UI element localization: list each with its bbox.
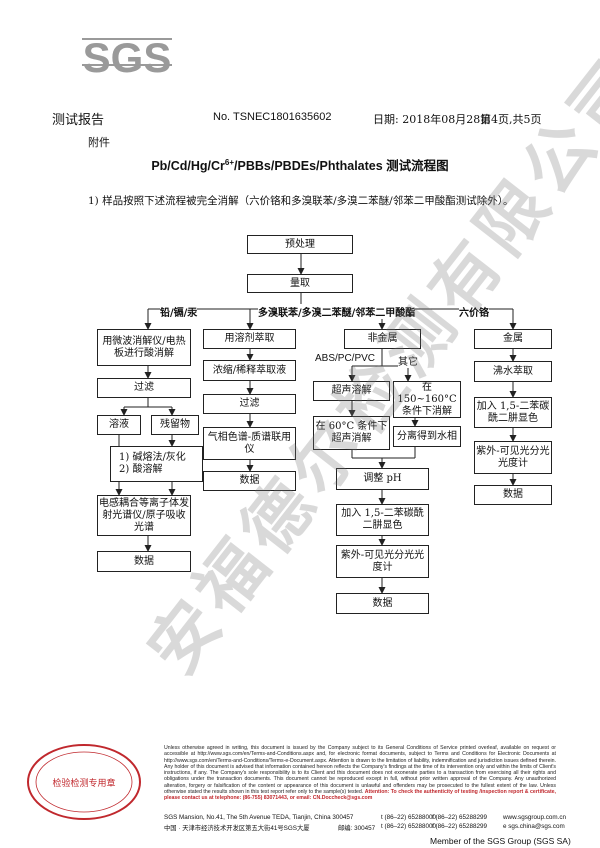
flow-gc-ms: 气相色谱-质谱联用仪 xyxy=(203,427,296,460)
flow-uv-vis-metal: 紫外-可见光分光光度计 xyxy=(474,441,552,474)
page-number: 第4页,共5页 xyxy=(480,113,542,126)
flow-alkali-fusion: 1) 碱熔法/灰化 2) 酸溶解 xyxy=(110,446,203,482)
flow-acid-digestion: 用微波消解仪/电热板进行酸消解 xyxy=(97,329,191,366)
footer-email[interactable]: e sgs.china@sgs.com xyxy=(503,823,565,830)
flow-data-metal: 数据 xyxy=(474,485,552,505)
footer-postal-cn: 邮编: 300457 xyxy=(338,825,376,832)
branch-label-metals: 铅/镉/汞 xyxy=(160,304,198,319)
flow-solvent-extraction: 用溶剂萃取 xyxy=(203,329,296,349)
flow-add-dpc-metal: 加入 1,5-二苯碳酰二肼显色 xyxy=(474,397,552,428)
flow-alkali-fusion-step1: 1) 碱熔法/灰化 xyxy=(119,452,186,463)
sgs-logo: SGS xyxy=(82,34,172,76)
inspection-seal: 检验检测专用章 xyxy=(27,744,141,820)
footer-website[interactable]: www.sgsgroup.com.cn xyxy=(503,814,566,821)
flow-ultrasonic-60: 在 60°C 条件下超声消解 xyxy=(313,416,390,450)
flow-pretreatment: 预处理 xyxy=(247,235,353,254)
flow-concentrate-dilute: 浓缩/稀释萃取液 xyxy=(203,360,296,381)
branch-label-organics: 多溴联苯/多溴二苯醚/邻苯二甲酸酯 xyxy=(258,304,416,319)
svg-text:SGS: SGS xyxy=(83,34,172,76)
flow-metal: 金属 xyxy=(474,329,552,349)
label-other: 其它 xyxy=(398,353,418,368)
branch-label-chromium: 六价铬 xyxy=(459,304,489,319)
flow-digest-150-160: 在 150~160°C 条件下消解 xyxy=(393,381,461,418)
sgs-group-member: Member of the SGS Group (SGS SA) xyxy=(430,836,571,846)
terms-text: Unless otherwise agreed in writing, this… xyxy=(164,745,556,796)
annex-label: 附件 xyxy=(88,136,110,149)
authenticity-attention: Attention: To check the authenticity of … xyxy=(164,789,556,802)
report-number: No. TSNEC1801635602 xyxy=(213,111,332,123)
flow-ultrasonic-dissolve: 超声溶解 xyxy=(313,381,390,401)
flow-icp-aas: 电感耦合等离子体发射光谱仪/原子吸收光谱 xyxy=(97,495,191,536)
footer-fax-en: f (86–22) 65288299 xyxy=(432,814,487,821)
flow-data-organics: 数据 xyxy=(203,471,296,491)
flow-data-metals: 数据 xyxy=(97,551,191,572)
flow-boiling-water-extraction: 沸水萃取 xyxy=(474,361,552,382)
report-date: 日期: 2018年08月28日 xyxy=(373,113,492,126)
footer-tel-cn: t (86–22) 65288000 xyxy=(381,823,436,830)
intro-text: 1) 样品按照下述流程被完全消解（六价铬和多溴联苯/多溴二苯醚/邻苯二甲酸酯测试… xyxy=(88,195,514,207)
report-label: 测试报告 xyxy=(52,113,105,128)
flow-non-metal: 非金属 xyxy=(344,329,421,349)
svg-text:检验检测专用章: 检验检测专用章 xyxy=(52,777,115,789)
flow-filter-metals: 过滤 xyxy=(97,378,191,398)
footer-address-en: SGS Mansion, No.41, The 5th Avenue TEDA,… xyxy=(164,814,354,821)
flow-alkali-fusion-step2: 2) 酸溶解 xyxy=(119,464,163,475)
page-title: Pb/Cd/Hg/Cr6+/PBBs/PBDEs/Phthalates 测试流程… xyxy=(151,157,449,173)
flow-add-dpc-nonmetal: 加入 1,5-二苯碳酰二肼显色 xyxy=(336,504,429,536)
flow-data-nonmetal: 数据 xyxy=(336,593,429,614)
terms-fine-print: Unless otherwise agreed in writing, this… xyxy=(164,745,556,802)
footer-tel-en: t (86–22) 65288000 xyxy=(381,814,436,821)
flow-measure: 量取 xyxy=(247,274,353,293)
flow-uv-vis-nonmetal: 紫外-可见光分光光度计 xyxy=(336,545,429,578)
flow-residue: 残留物 xyxy=(151,415,199,435)
footer-address-cn: 中国 · 天津市经济技术开发区第五大街41号SGS大厦 xyxy=(164,825,310,832)
flow-solution: 溶液 xyxy=(97,415,141,435)
label-abs-pc-pvc: ABS/PC/PVC xyxy=(315,353,376,364)
footer-fax-cn: f (86–22) 65288299 xyxy=(432,823,487,830)
flow-adjust-ph: 调整 pH xyxy=(336,468,429,490)
flow-filter-organics: 过滤 xyxy=(203,394,296,414)
flow-separate-aqueous: 分离得到水相 xyxy=(393,426,461,447)
